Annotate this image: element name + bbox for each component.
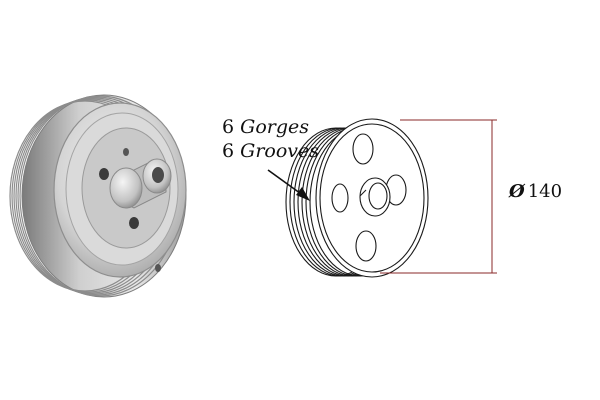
diameter-value: 140 — [527, 181, 563, 202]
diameter-symbol: Ø — [509, 181, 525, 202]
face-hole — [355, 230, 377, 262]
callout-arrow — [267, 169, 310, 201]
hub-inner — [368, 182, 388, 210]
pulley-photo — [9, 94, 187, 298]
hub-outer — [359, 177, 391, 217]
label-gorges: 6 Gorges — [222, 118, 309, 137]
bolt-hole — [155, 264, 161, 272]
grooves-count: 6 — [222, 140, 235, 162]
face-hole — [352, 133, 374, 165]
bolt-hole — [123, 148, 129, 156]
face-hole — [331, 183, 349, 213]
diameter-dimension — [380, 119, 497, 274]
hub-bore — [152, 167, 164, 183]
label-grooves: 6 Grooves — [222, 142, 319, 161]
gorges-word: Gorges — [240, 116, 309, 138]
bolt-hole — [99, 168, 109, 180]
bolt-hole — [129, 217, 139, 229]
pulley-line-drawing — [285, 118, 429, 278]
gorges-count: 6 — [222, 116, 235, 138]
grooves-word: Grooves — [240, 140, 320, 162]
